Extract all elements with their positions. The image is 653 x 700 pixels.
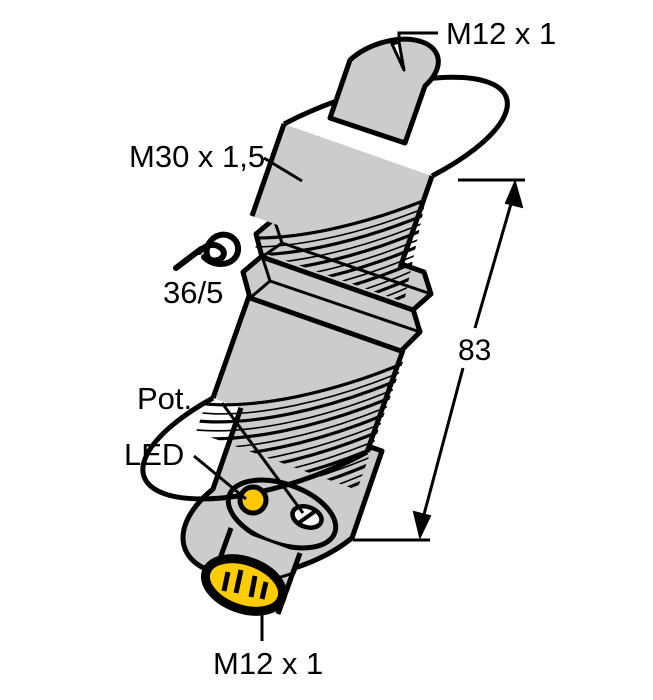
wrench-icon	[173, 231, 242, 271]
bottom-m12-plug	[200, 527, 303, 616]
label-led: LED	[124, 437, 184, 472]
upper-barrel-left-edge	[249, 123, 287, 217]
label-potentiometer: Pot.	[137, 381, 192, 416]
length-dimension	[353, 178, 525, 542]
top-leader-line	[397, 31, 438, 42]
upper-threaded-barrel	[249, 74, 510, 302]
upper-barrel-right-edge	[397, 175, 435, 269]
sensor-assembly	[140, 36, 510, 616]
lower-barrel-right-edge	[364, 349, 406, 453]
pot-leader-line	[220, 402, 305, 514]
led-leader-line	[193, 454, 247, 501]
label-barrel-thread: M30 x 1,5	[129, 139, 265, 174]
label-wrench-size: 36/5	[163, 275, 223, 310]
label-bottom-connector: M12 x 1	[213, 646, 323, 681]
head-face-components	[237, 484, 324, 530]
connector-pin-slots	[221, 569, 269, 600]
top-connector-body	[327, 36, 441, 146]
m30-leader-line	[263, 156, 303, 183]
label-overall-length: 83	[458, 334, 491, 367]
filled-arrowhead-top-icon	[504, 178, 524, 209]
open-arrowhead-icon	[390, 40, 406, 72]
lower-barrel-left-edge	[210, 295, 252, 399]
label-top-connector: M12 x 1	[446, 16, 556, 51]
lower-barrel-bottom-edge	[140, 395, 369, 502]
led-indicator	[237, 484, 269, 516]
dim-line-lower	[420, 367, 465, 523]
top-m12-connector	[327, 36, 441, 146]
dim-line-upper	[473, 189, 517, 329]
potentiometer-slot	[295, 508, 319, 526]
top-connector-leader	[390, 31, 438, 72]
upper-barrel-fill	[252, 124, 432, 268]
filled-arrowhead-bottom-icon	[412, 510, 432, 540]
hex-nut-lower-facet2	[249, 279, 271, 300]
